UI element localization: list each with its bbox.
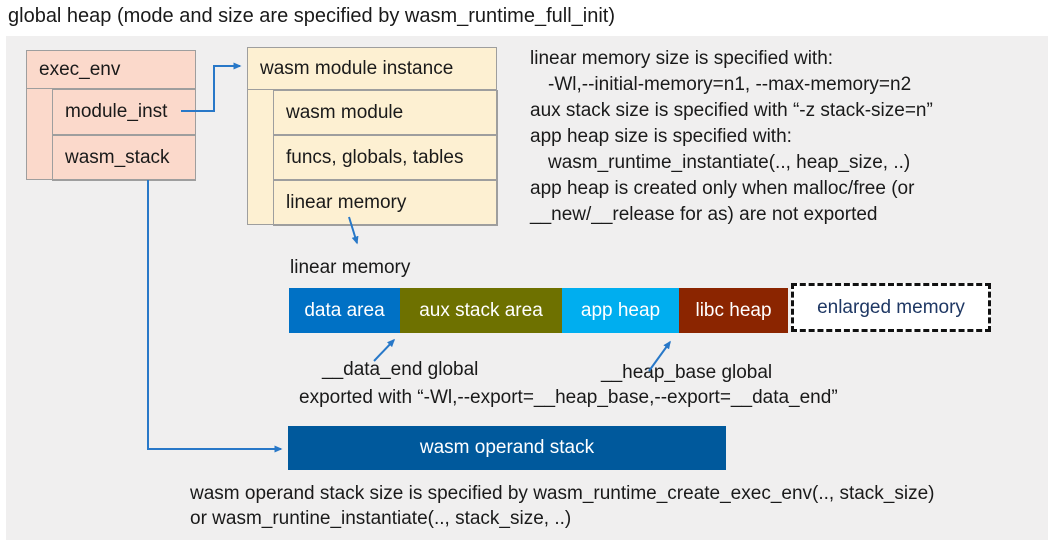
note-line: app heap size is specified with: [530,126,792,147]
module-instance-item-linear-memory: linear memory [273,180,498,226]
module-instance-box: wasm module instance wasm module funcs, … [247,47,498,226]
exec-env-box: exec_env module_inst wasm_stack [26,50,196,181]
operand-stack-notes: wasm operand stack size is specified by … [190,481,935,531]
diagram-title: global heap (mode and size are specified… [8,5,615,27]
note-line: __new/__release for as) are not exported [530,204,878,225]
note-line: linear memory size is specified with: [530,48,834,69]
note-line: aux stack size is specified with “-z sta… [530,100,933,121]
linear-memory-label: linear memory [290,257,411,278]
exec-env-header: exec_env [27,51,195,89]
footer-line: wasm operand stack size is specified by … [190,483,935,504]
memory-segment: aux stack area [400,288,562,333]
note-line: -Wl,--initial-memory=n1, --max-memory=n2 [548,74,912,95]
module-instance-header: wasm module instance [248,48,496,90]
exec-env-item-wasm-stack: wasm_stack [52,135,196,181]
wasm-operand-stack-bar: wasm operand stack [288,426,726,470]
exec-env-item-module-inst: module_inst [52,89,196,135]
memory-segment: app heap [562,288,679,333]
module-instance-item-wasm-module: wasm module [273,90,498,135]
exported-with-label: exported with “-Wl,--export=__heap_base,… [299,387,838,408]
note-line: app heap is created only when malloc/fre… [530,178,915,199]
note-line: wasm_runtime_instantiate(.., heap_size, … [548,152,911,173]
enlarged-memory-box: enlarged memory [791,283,991,332]
data-end-label: __data_end global [322,359,479,380]
footer-line: or wasm_runtine_instantiate(.., stack_si… [190,508,572,529]
module-instance-item-funcs-globals-tables: funcs, globals, tables [273,135,498,180]
size-notes: linear memory size is specified with: -W… [530,46,1050,228]
heap-base-label: __heap_base global [601,362,773,383]
memory-segment: data area [289,288,400,333]
memory-segment: libc heap [679,288,788,333]
